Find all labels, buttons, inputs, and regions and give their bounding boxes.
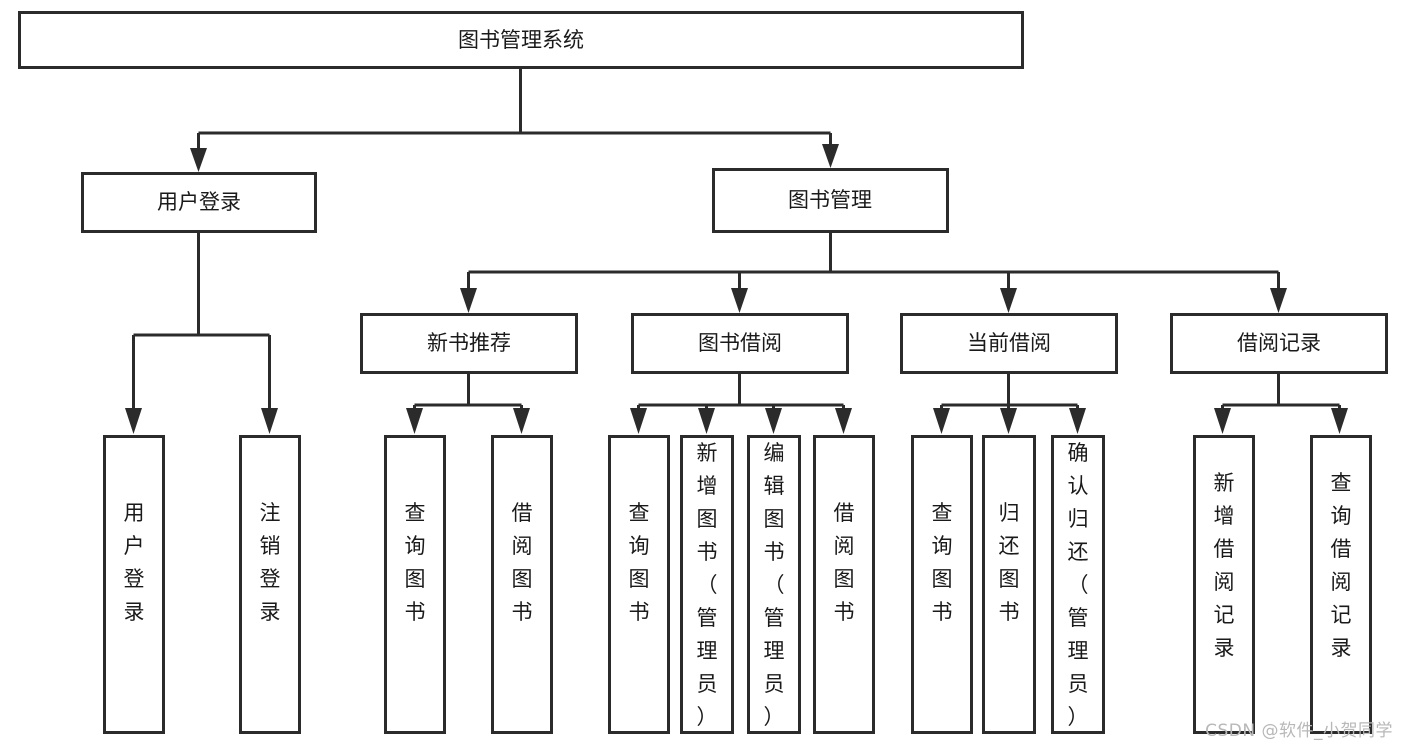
arrowhead-leaf-user-login-2	[261, 408, 278, 434]
node-book-borrow[interactable]: 图书借阅	[631, 313, 849, 374]
node-new-book-recommend-label: 新书推荐	[427, 331, 511, 355]
arrowhead-leaf-current-borrow-2	[1000, 408, 1017, 434]
leaf-borrow-record-2-box[interactable]	[1310, 435, 1372, 734]
leaf-user-login-2-label: 注销登录	[260, 501, 281, 624]
leaf-node[interactable]: 查询图书	[384, 435, 446, 734]
leaf-node[interactable]: 查询图书	[911, 435, 973, 734]
arrowhead-leaf-new-book-1	[406, 408, 423, 434]
leaf-node[interactable]: 查询借阅记录	[1310, 435, 1372, 734]
arrowhead-leaf-user-login-1	[125, 408, 142, 434]
connector-group-new-book	[406, 373, 530, 434]
arrowhead-leaf-new-book-2	[513, 408, 530, 434]
arrowhead-leaf-borrow-record-1	[1214, 408, 1231, 434]
leaf-borrow-record-2-label: 查询借阅记录	[1331, 471, 1352, 660]
leaf-new-book-1-box[interactable]	[384, 435, 446, 734]
leaf-node[interactable]: 借阅图书	[813, 435, 875, 734]
leaf-node[interactable]: 归还图书	[982, 435, 1036, 734]
leaf-current-borrow-2-label: 归还图书	[999, 501, 1020, 624]
csdn-watermark: CSDN @软件_小贺同学	[1205, 721, 1393, 741]
node-current-borrow-label: 当前借阅	[967, 331, 1051, 355]
leaf-book-borrow-1-box[interactable]	[608, 435, 670, 734]
leaf-new-book-2-box[interactable]	[491, 435, 553, 734]
leaf-borrow-record-1-label: 新增借阅记录	[1214, 471, 1235, 660]
leaf-book-borrow-2-box[interactable]	[680, 435, 734, 734]
leaf-user-login-1-box[interactable]	[103, 435, 165, 734]
leaf-new-book-2-label: 借阅图书	[512, 501, 533, 624]
node-new-book-recommend[interactable]: 新书推荐	[360, 313, 578, 374]
leaf-node[interactable]: 查询图书	[608, 435, 670, 734]
arrowhead-book-mgmt	[822, 144, 839, 168]
leaf-book-borrow-3-box[interactable]	[747, 435, 801, 734]
arrowhead-leaf-book-borrow-3	[765, 408, 782, 434]
leaf-borrow-record-1-box[interactable]	[1193, 435, 1255, 734]
leaf-node[interactable]: 确认归还（管理员）	[1051, 435, 1105, 734]
arrowhead-user-login	[190, 148, 207, 172]
connector-group-root	[190, 68, 839, 172]
node-root-label: 图书管理系统	[458, 28, 584, 52]
node-root-box[interactable]	[18, 11, 1024, 69]
arrowhead-borrow-record	[1270, 288, 1287, 313]
connector-group-current-borrow	[933, 373, 1086, 434]
leaf-book-borrow-1-label: 查询图书	[629, 501, 650, 624]
connector-group-borrow-record	[1214, 373, 1348, 434]
node-book-borrow-box[interactable]	[631, 313, 849, 374]
leaf-node[interactable]: 借阅图书	[491, 435, 553, 734]
arrowhead-leaf-book-borrow-4	[835, 408, 852, 434]
node-user-login-box[interactable]	[81, 172, 317, 233]
leaf-book-borrow-2-label: 新增图书（管理员）	[697, 441, 718, 729]
connector-group-user-login	[125, 232, 278, 434]
node-book-mgmt-box[interactable]	[712, 168, 949, 233]
leaf-user-login-1-label: 用户登录	[124, 501, 145, 624]
node-user-login-label: 用户登录	[157, 190, 241, 214]
node-borrow-record[interactable]: 借阅记录	[1170, 313, 1388, 374]
node-borrow-record-box[interactable]	[1170, 313, 1388, 374]
leaf-current-borrow-1-label: 查询图书	[932, 501, 953, 624]
arrowhead-leaf-borrow-record-2	[1331, 408, 1348, 434]
leaf-current-borrow-3-label: 确认归还（管理员）	[1068, 441, 1089, 729]
arrowhead-book-borrow	[731, 288, 748, 313]
leaf-book-borrow-3-label: 编辑图书（管理员）	[764, 441, 785, 729]
leaf-book-borrow-4-box[interactable]	[813, 435, 875, 734]
node-root[interactable]: 图书管理系统	[18, 11, 1024, 69]
node-book-mgmt-label: 图书管理	[788, 188, 872, 212]
arrowhead-leaf-current-borrow-3	[1069, 408, 1086, 434]
connector-group-book-mgmt	[460, 232, 1287, 313]
node-current-borrow[interactable]: 当前借阅	[900, 313, 1118, 374]
arrowhead-leaf-current-borrow-1	[933, 408, 950, 434]
leaf-node[interactable]: 注销登录	[239, 435, 301, 734]
leaf-user-login-2-box[interactable]	[239, 435, 301, 734]
node-borrow-record-label: 借阅记录	[1237, 331, 1321, 355]
connector-group-book-borrow	[630, 373, 852, 434]
leaf-node[interactable]: 编辑图书（管理员）	[747, 435, 801, 734]
arrowhead-leaf-book-borrow-1	[630, 408, 647, 434]
leaf-current-borrow-2-box[interactable]	[982, 435, 1036, 734]
arrowhead-leaf-book-borrow-2	[698, 408, 715, 434]
leaf-node[interactable]: 用户登录	[103, 435, 165, 734]
node-current-borrow-box[interactable]	[900, 313, 1118, 374]
arrowhead-current-borrow	[1000, 288, 1017, 313]
arrowhead-new-book	[460, 288, 477, 313]
leaf-node[interactable]: 新增借阅记录	[1193, 435, 1255, 734]
leaf-node[interactable]: 新增图书（管理员）	[680, 435, 734, 734]
leaf-current-borrow-3-box[interactable]	[1051, 435, 1105, 734]
node-user-login[interactable]: 用户登录	[81, 172, 317, 233]
leaf-book-borrow-4-label: 借阅图书	[834, 501, 855, 624]
node-new-book-recommend-box[interactable]	[360, 313, 578, 374]
node-book-borrow-label: 图书借阅	[698, 331, 782, 355]
leaf-new-book-1-label: 查询图书	[405, 501, 426, 624]
leaf-current-borrow-1-box[interactable]	[911, 435, 973, 734]
node-book-mgmt[interactable]: 图书管理	[712, 168, 949, 233]
